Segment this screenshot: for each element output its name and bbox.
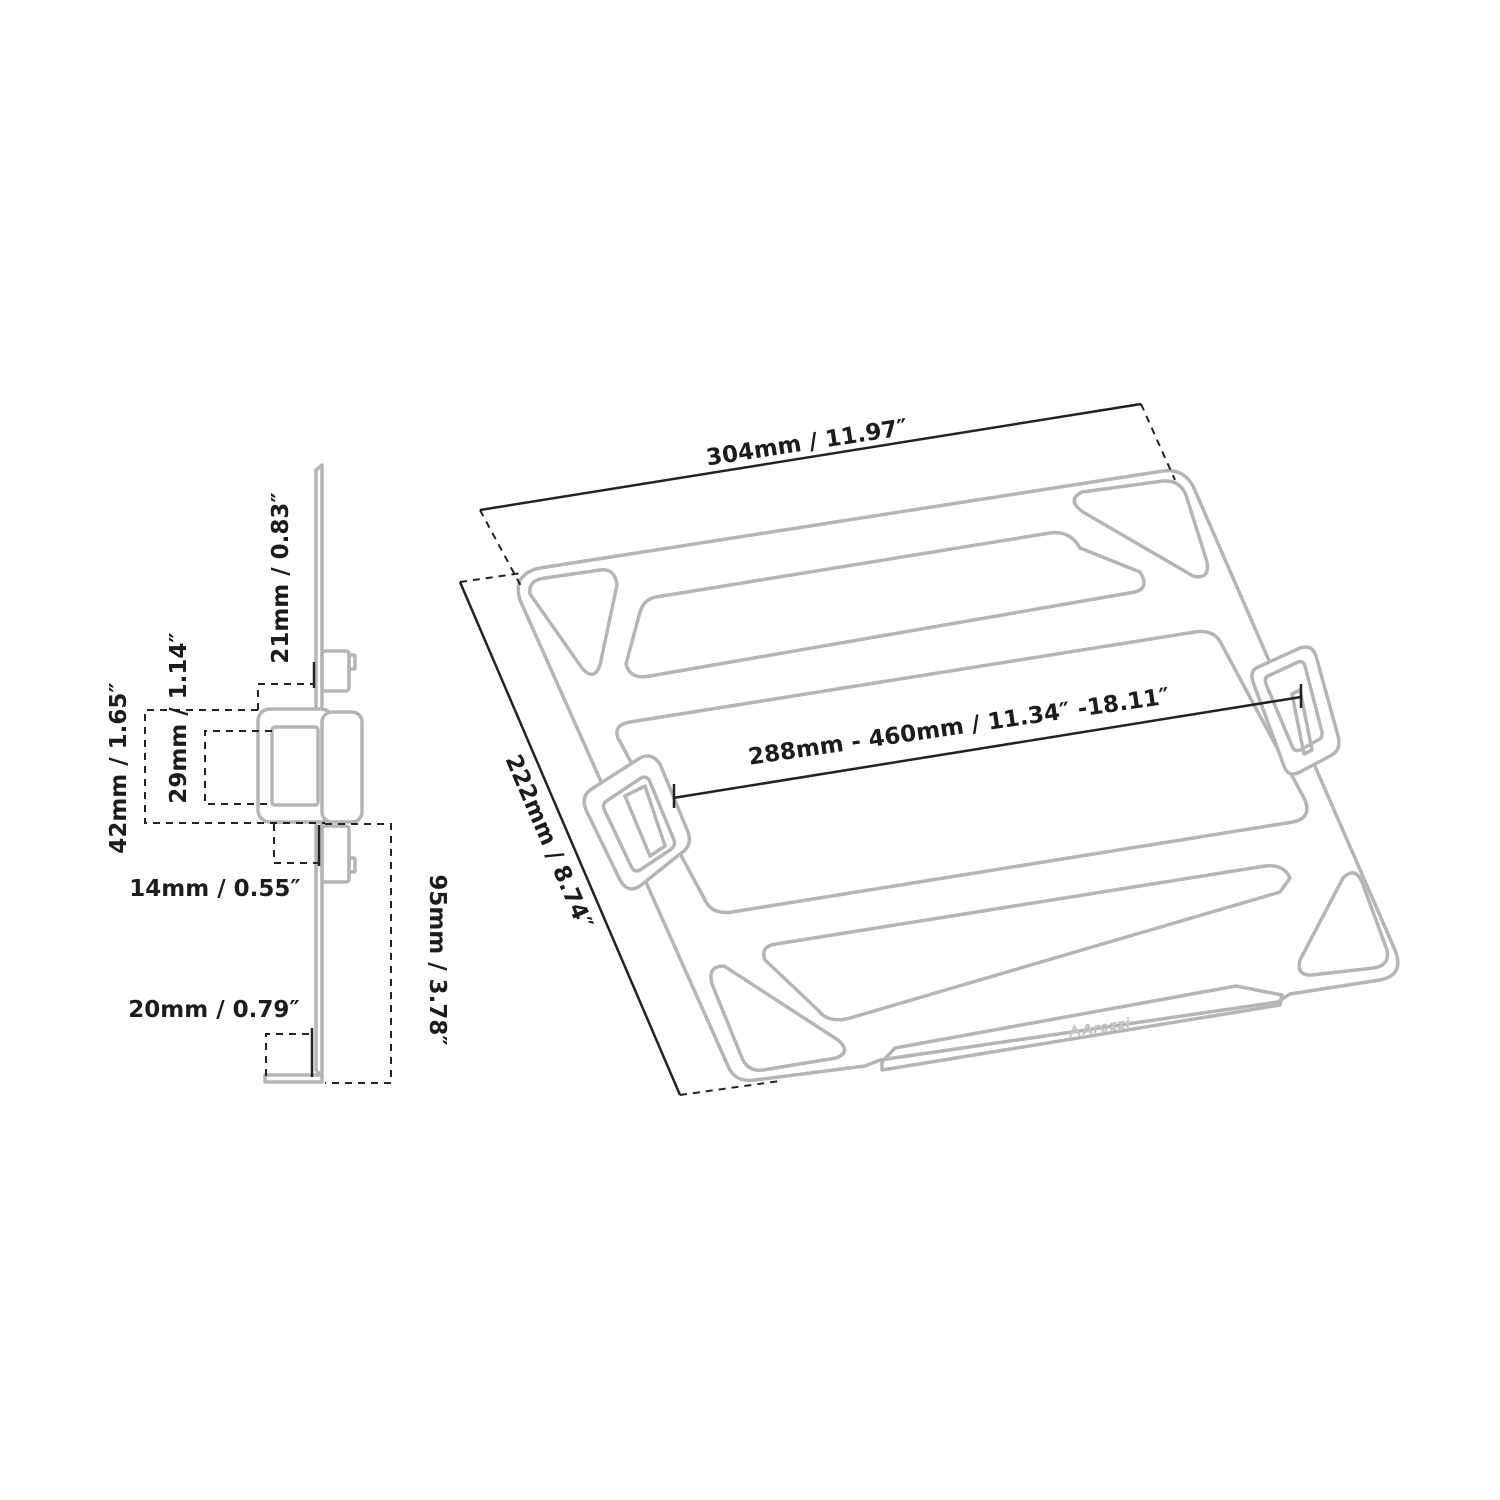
arozzi-logo-text: Arozzi: [1080, 1016, 1132, 1040]
dim-width-ext-left: [479, 509, 523, 589]
label-lower-length: 95mm / 3.78″: [424, 874, 450, 1045]
right-clamp-jaw: [1290, 688, 1314, 756]
dim-clamp-range-line: [672, 695, 1302, 800]
left-clamp-jaw: [623, 784, 667, 858]
dim-depth-ext-top: [459, 572, 523, 583]
label-width: 304mm / 11.97″: [704, 415, 909, 472]
right-clamp-inner: [1263, 659, 1324, 753]
right-clamp: [1250, 645, 1341, 776]
dim-lower-length-ext: [325, 823, 392, 1084]
dim-depth-ext-bottom: [679, 1080, 781, 1096]
side-mount-tab-bottom: [347, 856, 357, 874]
dim-clip-depth-ext: [273, 824, 319, 864]
left-clamp: [582, 754, 692, 891]
left-clamp-inner: [601, 775, 677, 873]
label-depth: 222mm / 8.74″: [500, 751, 598, 933]
side-view: 21mm / 0.83″ 29mm / 1.14″ 42mm / 1.65″ 1…: [106, 463, 450, 1084]
cutout-top-left: [528, 568, 619, 676]
label-clip-inner: 29mm / 1.14″: [166, 632, 192, 803]
cutout-bottom-right: [1297, 871, 1390, 977]
label-clip-height: 42mm / 1.65″: [106, 682, 132, 853]
side-bottom-lip: [263, 1073, 324, 1084]
dim-width-ext-right: [1140, 403, 1176, 481]
slot-top: [624, 530, 1146, 679]
slot-middle: [615, 629, 1309, 915]
cutout-top-right: [1072, 479, 1210, 579]
side-lower-block: [320, 824, 351, 884]
dim-clip-height-ext: [144, 709, 325, 824]
tray-front-lip: [880, 984, 1284, 1072]
tray-plate-outline: [516, 468, 1400, 1083]
side-upper-block: [320, 649, 351, 693]
dim-lip-height-ext: [265, 1033, 312, 1076]
label-top-offset: 21mm / 0.83″: [268, 492, 294, 663]
label-lip-height: 20mm / 0.79″: [128, 997, 299, 1023]
arozzi-logo: Arozzi: [1069, 1016, 1132, 1040]
arozzi-logo-icon: [1069, 1023, 1081, 1038]
cutout-bottom-left: [709, 964, 847, 1072]
side-clip-inner: [270, 725, 320, 807]
slot-bottom: [762, 864, 1292, 1022]
dim-top-offset-ext: [257, 683, 314, 710]
dim-width-line: [479, 402, 1142, 512]
label-clip-depth: 14mm / 0.55″: [129, 876, 300, 902]
dim-depth-line: [458, 581, 682, 1096]
side-mount-tab-top: [347, 653, 357, 671]
top-view: Arozzi: [458, 402, 1400, 1096]
side-clip-back: [320, 710, 364, 824]
dim-clip-inner-ext: [204, 730, 272, 805]
